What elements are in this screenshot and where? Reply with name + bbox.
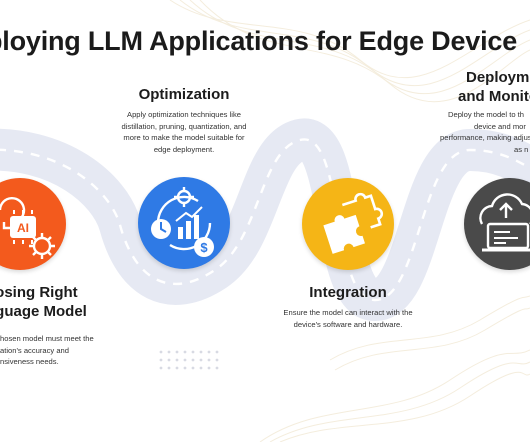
- integration-desc-line2: device's software and hardware.: [293, 319, 403, 329]
- optimization-description: Apply optimization techniques like disti…: [108, 109, 260, 155]
- choosing-heading-line1: oosing Right: [0, 284, 78, 301]
- choosing-model-heading: oosing Right nguage Model: [0, 283, 87, 321]
- optimization-desc-line2: distillation, pruning, quantization, and: [121, 121, 247, 131]
- choosing-heading-line2: nguage Model: [0, 303, 87, 320]
- deployment-heading-line2: and Monito: [458, 88, 530, 105]
- deployment-heading-line1: Deployme: [466, 69, 530, 86]
- deployment-description: Deploy the model to th device and mor pe…: [440, 109, 530, 155]
- svg-text:AI: AI: [17, 221, 29, 235]
- deployment-heading: Deployme and Monito: [458, 68, 530, 106]
- integration-desc-line1: Ensure the model can interact with the: [283, 308, 413, 317]
- integration-circle: [302, 178, 394, 270]
- svg-text:$: $: [200, 240, 208, 255]
- deployment-circle: [464, 178, 530, 270]
- choosing-desc-line2: ation's accuracy and: [0, 345, 69, 355]
- integration-description: Ensure the model can interact with the d…: [270, 307, 426, 330]
- optimization-desc-line4: edge deployment.: [153, 144, 215, 154]
- cloud-upload-laptop-icon: [479, 193, 530, 252]
- dot-grid-decoration: [159, 350, 219, 370]
- deployment-desc-line4: as n: [514, 144, 529, 154]
- deployment-desc-line2: device and mor: [474, 121, 526, 131]
- choosing-model-description: hosen model must meet the ation's accura…: [0, 333, 94, 368]
- deployment-desc-line3: performance, making adjus: [440, 133, 530, 142]
- puzzle-pieces-icon: [323, 192, 384, 254]
- optimization-desc-line1: Apply optimization techniques like: [127, 110, 241, 119]
- optimization-clock-chart-dollar-icon: $: [151, 187, 214, 257]
- optimization-desc-line3: more to make the model suitable for: [123, 133, 245, 142]
- choosing-desc-line1: hosen model must meet the: [0, 334, 94, 343]
- page-title: ploying LLM Applications for Edge Device: [0, 26, 518, 56]
- optimization-circle: $: [138, 177, 230, 269]
- ai-chip-gears-icon: AI: [0, 197, 55, 259]
- choosing-model-circle: AI: [0, 178, 66, 270]
- integration-heading: Integration: [309, 284, 387, 301]
- choosing-desc-line3: nsiveness needs.: [0, 357, 59, 366]
- deployment-desc-line1: Deploy the model to th: [448, 110, 524, 119]
- optimization-heading: Optimization: [138, 86, 230, 103]
